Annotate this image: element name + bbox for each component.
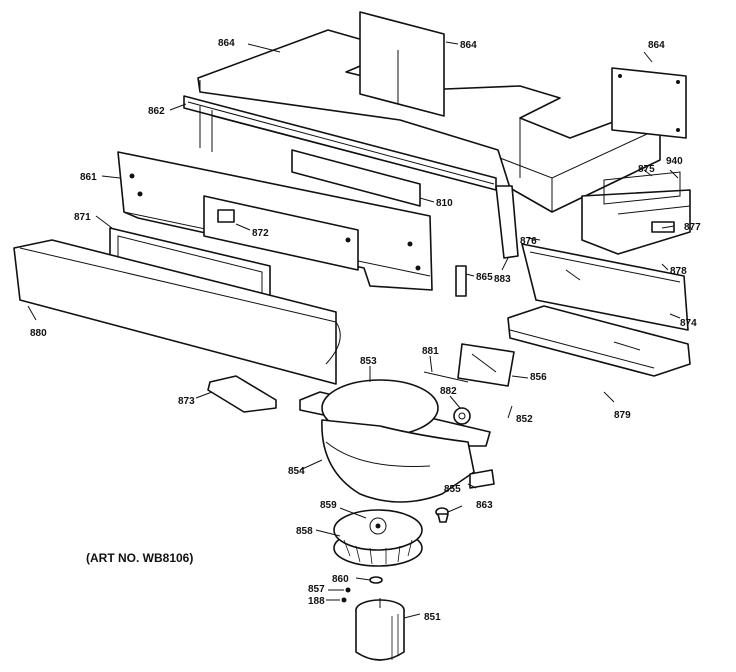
- callout-880: 880: [30, 328, 47, 339]
- callout-858: 858: [296, 526, 313, 537]
- damper-bracket-part: [521, 243, 689, 331]
- light-lens-part: [423, 343, 515, 387]
- callout-861-wire: 881: [422, 346, 439, 357]
- top-housing-part: [197, 29, 661, 213]
- rear-panel-left-part: [359, 11, 445, 117]
- callout-859: 859: [320, 500, 337, 511]
- callout-854: 854: [288, 466, 305, 477]
- callout-853: 853: [360, 356, 377, 367]
- callout-883: 883: [494, 274, 511, 285]
- callout-871: 871: [74, 212, 91, 223]
- callout-877: 877: [684, 222, 701, 233]
- motor-part: [355, 598, 405, 661]
- leader-lines: [27, 41, 681, 619]
- callout-852: 852: [516, 414, 533, 425]
- bottom-plate-part: [507, 305, 691, 377]
- callout-878: 878: [670, 266, 687, 277]
- duct-transition-part: [581, 171, 691, 255]
- scroll-bracket-part: [469, 469, 495, 489]
- blower-wheel-part: [333, 509, 423, 567]
- front-cover-part: [13, 239, 341, 385]
- callout-810: 810: [436, 198, 453, 209]
- callout-864-left: 864: [218, 38, 235, 49]
- callout-188: 188: [308, 596, 325, 607]
- callout-873: 873: [178, 396, 195, 407]
- blower-top-plate-part: [299, 379, 491, 447]
- callout-864-center: 864: [460, 40, 477, 51]
- callout-874: 874: [680, 318, 697, 329]
- callout-862: 862: [148, 106, 165, 117]
- callout-851: 851: [424, 612, 441, 623]
- callout-860: 860: [332, 574, 349, 585]
- callout-882: 882: [440, 386, 457, 397]
- blower-scroll-part: [321, 419, 475, 503]
- heat-shield-part: [207, 375, 277, 413]
- callout-856-lens: 856: [530, 372, 547, 383]
- mounting-bracket-part: [455, 265, 467, 297]
- rear-panel-right-part: [611, 67, 687, 139]
- knob-part: [435, 507, 449, 523]
- callout-865: 865: [476, 272, 493, 283]
- callout-872: 872: [252, 228, 269, 239]
- callout-861-panel: 861: [80, 172, 97, 183]
- callout-labels: 864 864 864 862 861 871 872 880 810 875 …: [30, 38, 701, 623]
- callout-863: 863: [476, 500, 493, 511]
- access-panel-part: [291, 149, 421, 207]
- side-gusset-part: [495, 185, 519, 259]
- callout-876: 876: [520, 236, 537, 247]
- callout-857: 857: [308, 584, 325, 595]
- callout-864-right: 864: [648, 40, 665, 51]
- callout-879: 879: [614, 410, 631, 421]
- callout-855: 855: [444, 484, 461, 495]
- callout-875: 875: [638, 164, 655, 175]
- art-number-caption: (ART NO. WB8106): [86, 551, 193, 565]
- inner-baffle-part: [203, 195, 359, 271]
- callout-940: 940: [666, 156, 683, 167]
